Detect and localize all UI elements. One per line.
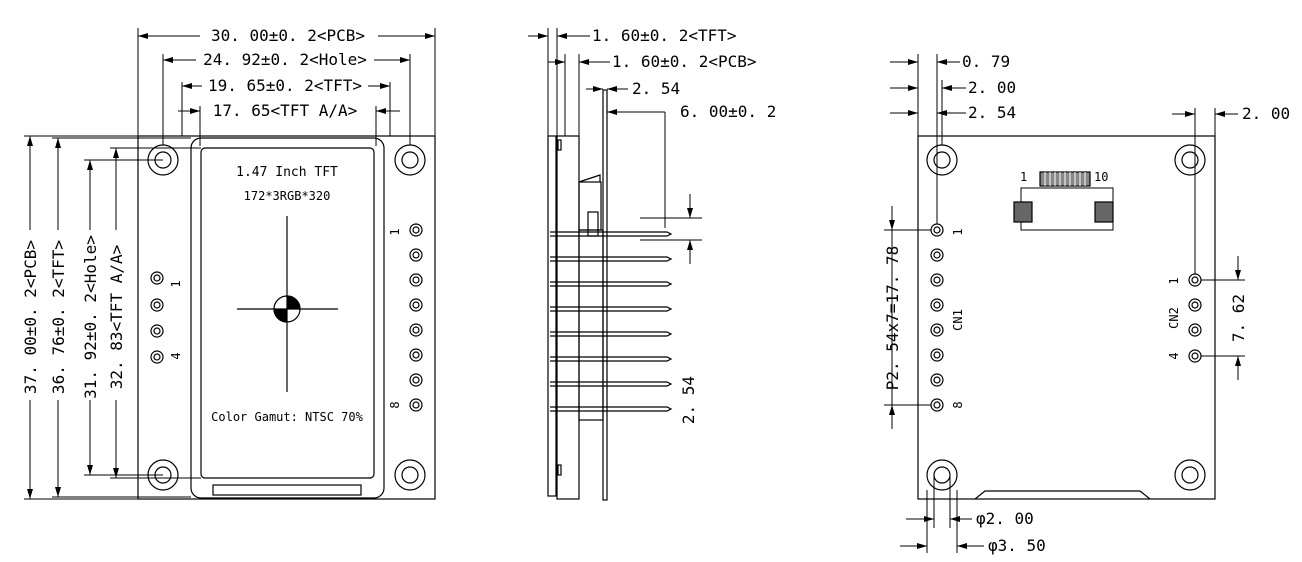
front-center-crosshair [237,216,338,392]
dim-tft-height: 36. 76±0. 2<TFT> [49,240,68,394]
cn1-pin-first: 1 [951,228,965,235]
cn2-label: CN2 [1167,307,1181,329]
side-header-pins [550,231,673,412]
front-fpc-strip [212,484,362,496]
front-view [137,135,436,500]
fpc-label-first: 1 [1020,170,1027,184]
back-fpc-cutout [974,490,1151,500]
side-tft-layer [547,135,557,497]
fpc-label-last: 10 [1094,170,1108,184]
back-fpc-pin-stripes [1044,172,1086,186]
back-pcb-outline [917,135,1216,500]
dim-hole-inner: φ2. 00 [976,509,1034,528]
back-dimensions [884,54,1245,553]
side-dimensions [528,28,702,264]
dim-hole-width: 24. 92±0. 2<Hole> [203,50,367,69]
dim-aa-height: 32. 83<TFT A/A> [107,245,126,390]
front-tft-active-area [200,147,375,479]
dim-back-2-00: 2. 00 [968,78,1016,97]
dim-pin-pitch: 2. 54 [679,376,698,424]
front-left-pin-first: 1 [169,280,183,287]
dim-tft-width: 19. 65±0. 2<TFT> [208,76,362,95]
front-tft-outline [190,137,385,499]
dim-cn2-span: 7. 62 [1229,294,1248,342]
front-left-pin-row [150,271,164,364]
dim-back-0-79: 0. 79 [962,52,1010,71]
dim-pcb-thickness: 1. 60±0. 2<PCB> [612,52,757,71]
back-cn2-pins [1188,273,1202,363]
front-horizontal-dimensions [137,28,436,146]
front-vertical-dimensions [24,135,201,500]
cn2-pin-first: 1 [1167,277,1181,284]
dim-pin-length: 6. 00±0. 2 [680,102,776,121]
cn1-pin-last: 8 [951,401,965,408]
side-pcb-layer [556,135,580,500]
screen-resolution: 172*3RGB*320 [244,189,331,203]
dim-pcb-height: 37. 00±0. 2<PCB> [21,240,40,394]
front-right-pin-first: 1 [388,228,402,235]
dim-aa-width: 17. 65<TFT A/A> [213,101,358,120]
front-right-pin-row [409,223,423,412]
dim-tft-thickness: 1. 60±0. 2<TFT> [592,26,737,45]
screen-title: 1.47 Inch TFT [236,165,338,180]
dim-cn1-pitch: P2. 54x7=17. 78 [883,246,902,391]
dim-pcb-width: 30. 00±0. 2<PCB> [211,26,365,45]
front-left-pin-last: 4 [169,352,183,359]
front-right-pin-last: 8 [388,401,402,408]
cn1-label: CN1 [951,309,965,331]
back-mounting-holes [926,144,1206,491]
dim-back-2-54: 2. 54 [968,103,1016,122]
dim-hole-outer: φ3. 50 [988,536,1046,555]
screen-gamut: Color Gamut: NTSC 70% [211,410,363,424]
side-pad-marks [557,139,562,476]
front-pcb-outline [137,135,436,500]
dim-back-right-2-00: 2. 00 [1242,104,1290,123]
side-header-body [578,229,604,421]
cn2-pin-last: 4 [1167,352,1181,359]
dim-header-offset: 2. 54 [632,79,680,98]
dim-hole-height: 31. 92±0. 2<Hole> [81,235,100,399]
side-view [547,89,673,501]
back-cn1-pins [930,223,944,412]
side-connector-block [578,181,602,231]
side-header-housing [602,89,608,501]
